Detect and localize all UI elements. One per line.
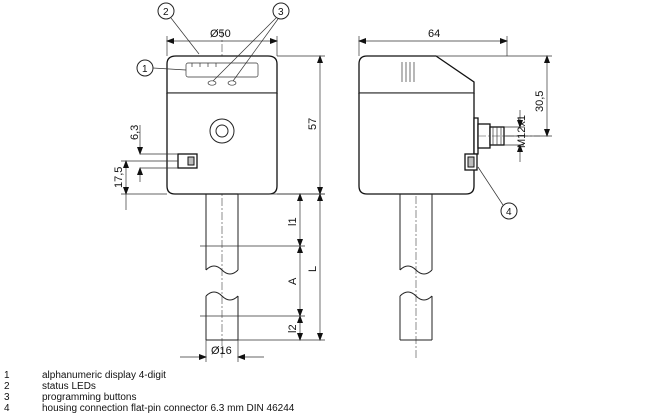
- drawing-canvas: Ø50 57 6,3 17,5 l1 A L l2 Ø1: [113, 2, 552, 362]
- led-left: [207, 80, 217, 86]
- dim-57: 57: [307, 118, 319, 130]
- led-right: [227, 80, 237, 86]
- probe-break-bottom: [205, 291, 239, 301]
- legend: 1 alphanumeric display 4-digit 2 status …: [0, 370, 660, 414]
- callout-3: [272, 2, 290, 20]
- dim-l: L: [307, 266, 319, 272]
- legend-row: 1 alphanumeric display 4-digit: [4, 370, 166, 381]
- m12-flange: [473, 117, 479, 155]
- dim-6-3: 6,3: [129, 125, 141, 140]
- svg-text:2: 2: [163, 7, 169, 18]
- dim-17-5: 17,5: [113, 167, 125, 188]
- callout-4: [500, 202, 518, 220]
- side-body: [358, 93, 475, 195]
- svg-text:4: 4: [506, 207, 512, 218]
- dim-30-5: 30,5: [534, 91, 546, 112]
- dim-l1: l1: [287, 217, 299, 226]
- svg-text:1: 1: [142, 64, 148, 75]
- display-head: [166, 55, 278, 94]
- legend-row: 4 housing connection flat-pin connector …: [4, 403, 295, 414]
- legend-row: 2 status LEDs: [4, 381, 96, 392]
- side-probe-break-bottom: [399, 291, 433, 301]
- dim-a: A: [287, 277, 299, 285]
- front-view: Ø50 57 6,3 17,5 l1 A L l2 Ø1: [113, 2, 325, 362]
- dim-m12: M12x1: [516, 115, 528, 148]
- side-probe-break-top: [399, 265, 433, 275]
- dim-l2: l2: [287, 324, 299, 333]
- legend-row: 3 programming buttons: [4, 392, 137, 403]
- center-connector: [209, 118, 235, 144]
- dim-64: 64: [428, 28, 440, 40]
- probe-break-top: [205, 265, 239, 275]
- callout-2: [157, 2, 175, 20]
- side-head: [358, 55, 475, 94]
- dim-dia50: Ø50: [210, 28, 231, 40]
- side-view: 64 30,5 M12x1 4: [358, 28, 552, 358]
- svg-text:3: 3: [278, 7, 284, 18]
- dim-dia16: Ø16: [211, 345, 232, 357]
